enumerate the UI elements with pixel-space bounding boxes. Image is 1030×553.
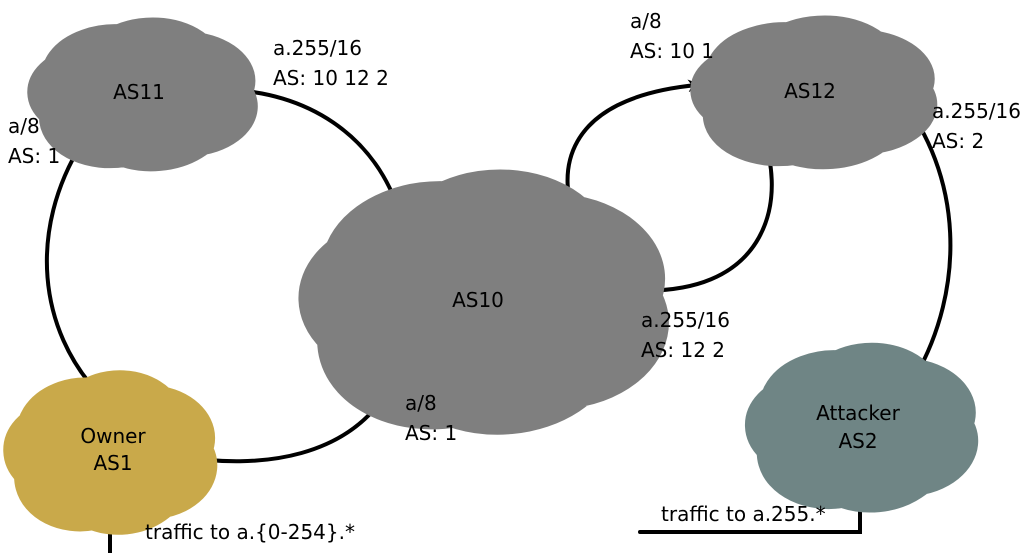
attacker-label: Attacker <box>816 401 900 425</box>
announcement-as-path: AS: 1 <box>405 421 457 445</box>
announcement-as10-to-as11: a.255/16 AS: 10 12 2 <box>273 36 389 90</box>
announcement-as1-to-as11: a/8 AS: 1 <box>8 114 60 168</box>
owner-as-label: AS1 <box>93 451 132 475</box>
announcement-prefix: a/8 <box>8 114 40 138</box>
announcement-as-path: AS: 1 <box>8 144 60 168</box>
as11-label: AS11 <box>113 80 165 104</box>
as10-cloud: AS10 <box>379 229 587 374</box>
as10-label: AS10 <box>452 288 504 312</box>
announcement-prefix: a.255/16 <box>273 36 362 60</box>
announcement-as2-to-as12: a.255/16 AS: 2 <box>932 99 1021 153</box>
edge-as1-to-as11 <box>44 139 102 397</box>
announcement-prefix: a.255/16 <box>932 99 1021 123</box>
attacker-as2-cloud: Attacker AS2 <box>796 381 927 474</box>
announcement-as-path: AS: 12 2 <box>641 338 725 362</box>
traffic-label-owner: traffic to a.{0-254}.* <box>145 520 355 544</box>
announcement-as12-to-as10: a.255/16 AS: 12 2 <box>641 308 730 362</box>
announcement-prefix: a/8 <box>405 391 437 415</box>
owner-label: Owner <box>80 424 146 448</box>
as11-cloud: AS11 <box>78 52 208 136</box>
announcement-as-path: AS: 10 12 2 <box>273 66 389 90</box>
as12-label: AS12 <box>784 79 836 103</box>
announcement-as10-to-as12: a/8 AS: 10 1 <box>630 9 714 63</box>
announcement-as-path: AS: 2 <box>932 129 984 153</box>
traffic-label-attacker: traffic to a.255.* <box>661 502 826 526</box>
attacker-cloud-shape <box>796 381 927 474</box>
announcement-prefix: a.255/16 <box>641 308 730 332</box>
owner-as1-cloud: Owner AS1 <box>50 408 170 498</box>
announcement-as1-to-as10: a/8 AS: 1 <box>405 391 457 445</box>
announcement-as-path: AS: 10 1 <box>630 39 714 63</box>
attacker-as-label: AS2 <box>838 429 877 453</box>
as12-cloud: AS12 <box>744 50 883 134</box>
announcement-prefix: a/8 <box>630 9 662 33</box>
